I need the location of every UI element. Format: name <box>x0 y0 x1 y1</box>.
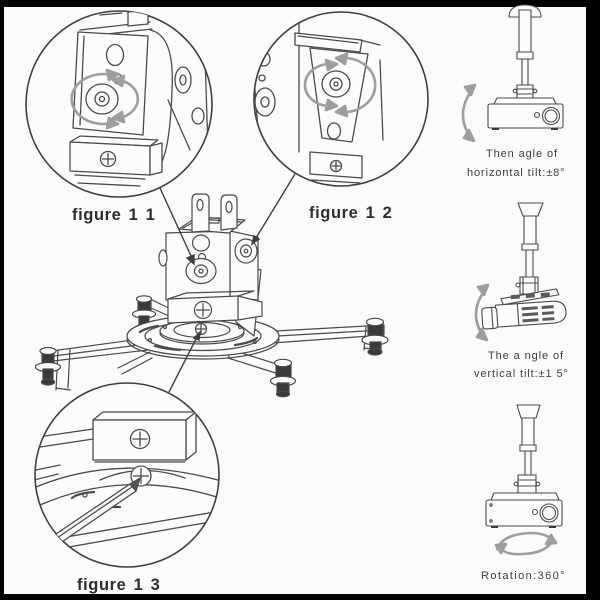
figure-13-callout <box>34 382 220 568</box>
mount-horizontal-tilt-figure <box>461 4 564 143</box>
vertical-tilt-spec-line1: The a ngle of <box>488 350 564 362</box>
mount-bolts <box>34 295 389 398</box>
adjustment-screw-upper <box>129 428 151 450</box>
bolt-left <box>34 346 62 386</box>
bolt-right <box>361 317 389 356</box>
figure-11-label: figure 1 1 <box>72 206 156 224</box>
horizontal-tilt-spec-line2: horizontal tilt:±8° <box>467 167 566 179</box>
mount-rotation-figure <box>485 404 563 556</box>
rotation-arrows-icon <box>303 52 377 118</box>
bolt-lower-right <box>269 358 297 398</box>
tilt-head-bracket <box>158 193 263 337</box>
figure-11-callout <box>25 10 213 198</box>
mount-vertical-tilt-figure <box>474 202 567 342</box>
tilt-knob-front <box>185 257 217 285</box>
tilt-arc-arrow-icon <box>461 83 477 143</box>
horizontal-tilt-spec-line1: Then agle of <box>486 148 558 160</box>
rotation-arrows-icon <box>70 68 140 130</box>
figure-13-label: figure 1 3 <box>77 576 161 594</box>
rotation-360-arrows-icon <box>494 531 558 556</box>
vertical-tilt-spec-line2: vertical tilt:±1 5° <box>474 368 569 380</box>
base-hub-screw <box>194 322 208 336</box>
clamp-screw <box>193 300 213 320</box>
figure-12-callout <box>253 11 429 187</box>
tilt-arc-arrow-icon <box>474 283 490 342</box>
callout-leader-lines <box>159 173 296 393</box>
figure-12-label: figure 1 2 <box>309 204 393 222</box>
rotation-spec: Rotation:360° <box>481 570 566 582</box>
main-mount-assembly <box>34 193 389 398</box>
